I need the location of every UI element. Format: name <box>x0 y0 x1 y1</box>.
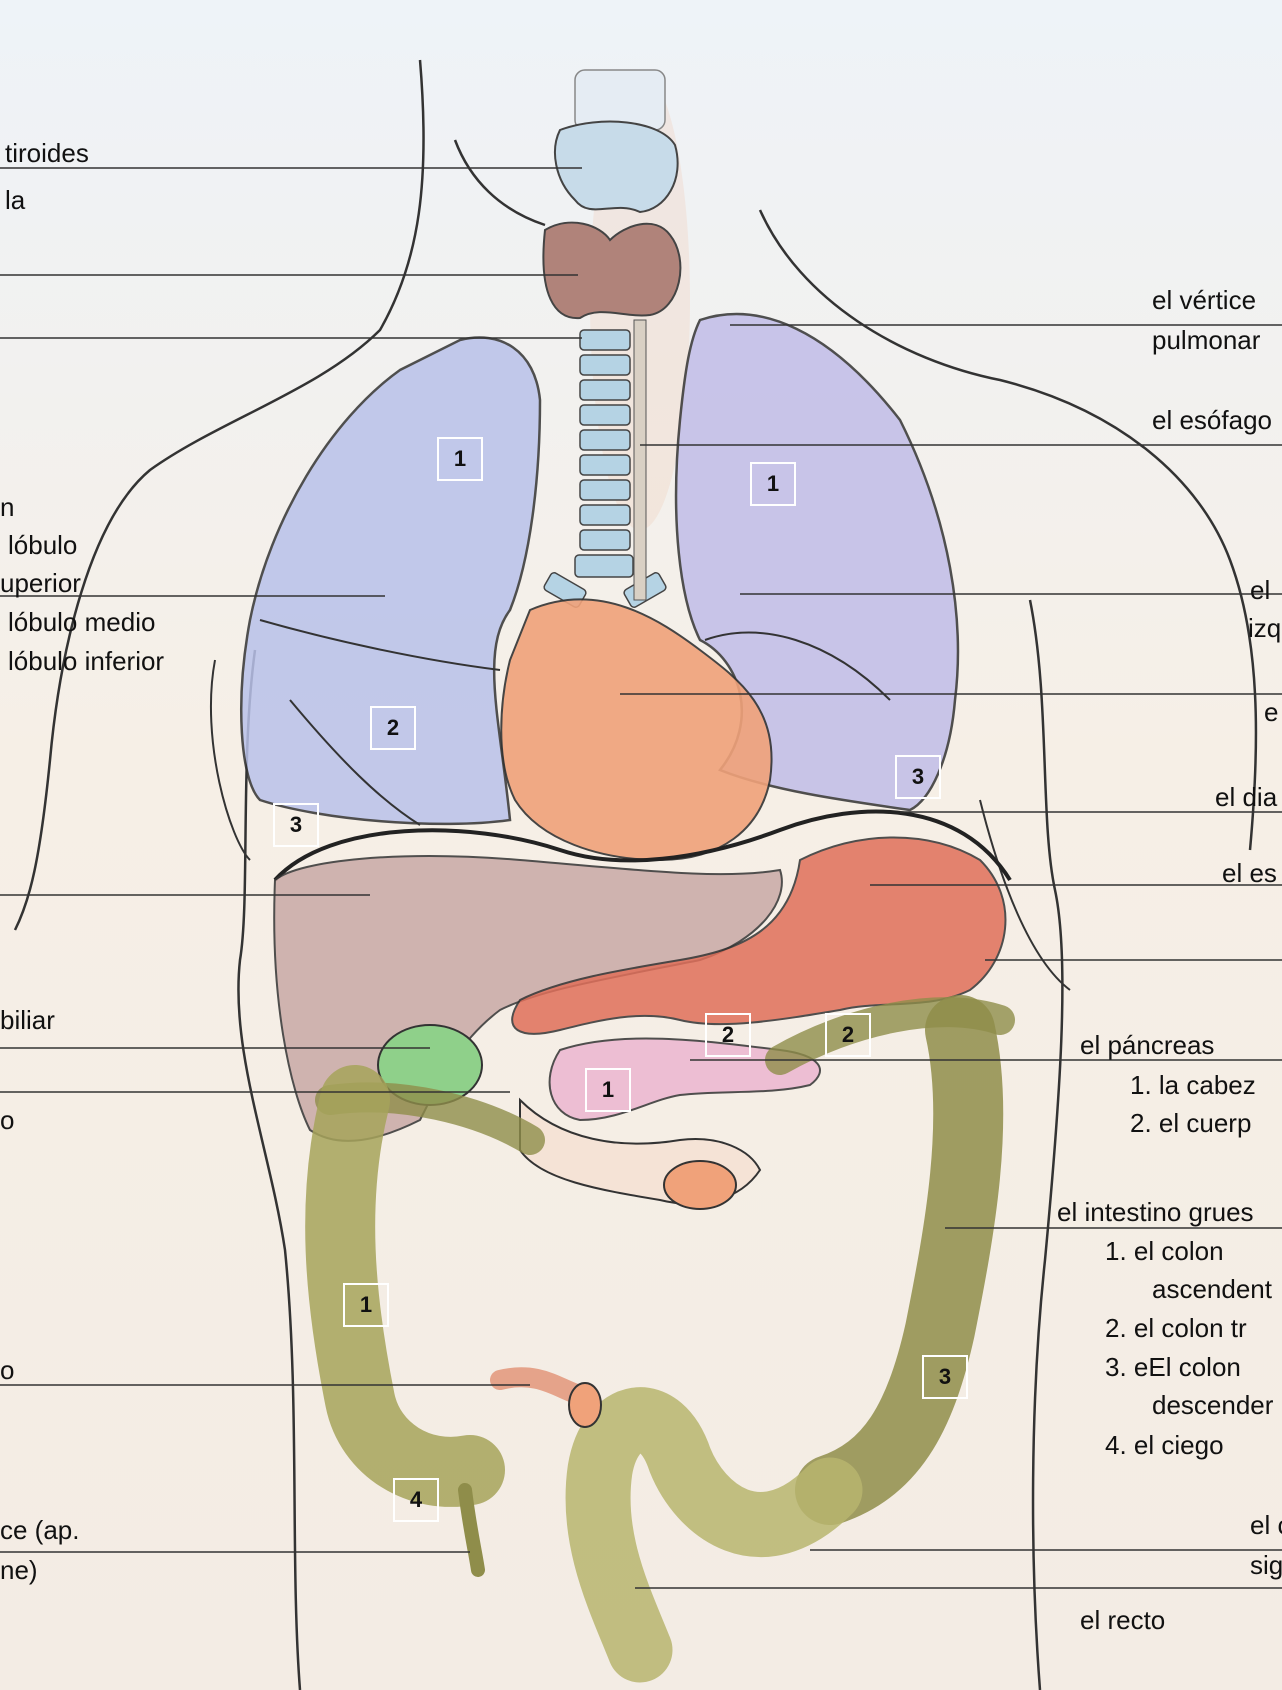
marker-lung-right-1: 1 <box>437 437 483 481</box>
label-lobulo: lóbulo <box>8 530 77 560</box>
label-ig-2: 2. el colon tr <box>1105 1313 1247 1343</box>
label-ig-1b: ascendent <box>1152 1274 1272 1304</box>
label-ce-ap: ce (ap. <box>0 1515 80 1545</box>
label-sig: sig <box>1250 1550 1282 1580</box>
marker-lung-left-3: 3 <box>895 755 941 799</box>
label-ig-4: 4. el ciego <box>1105 1430 1224 1460</box>
label-ig-3: 3. eEl colon <box>1105 1352 1241 1382</box>
label-el-dia: el dia <box>1215 782 1277 812</box>
marker-colon-3: 3 <box>922 1355 968 1399</box>
label-pancreas-1: 1. la cabez <box>1130 1070 1256 1100</box>
marker-pancreas-2b: 2 <box>825 1013 871 1057</box>
label-tiroides: tiroides <box>5 138 89 168</box>
thyroid-gland <box>543 223 680 319</box>
label-pancreas-2: 2. el cuerp <box>1130 1108 1251 1138</box>
right-lung <box>241 338 540 824</box>
label-izq: izq <box>1248 613 1281 643</box>
label-n: n <box>0 492 14 522</box>
marker-lung-left-1: 1 <box>750 462 796 506</box>
marker-pancreas-2a: 2 <box>705 1013 751 1057</box>
label-esofago: el esófago <box>1152 405 1272 435</box>
marker-lung-right-3: 3 <box>273 803 319 847</box>
label-pancreas: el páncreas <box>1080 1030 1214 1060</box>
label-biliar: biliar <box>0 1005 55 1035</box>
marker-lung-right-2: 2 <box>370 706 416 750</box>
marker-colon-4: 4 <box>393 1478 439 1522</box>
label-pulmonar: pulmonar <box>1152 325 1260 355</box>
esophagus <box>634 320 646 600</box>
label-el-c: el c <box>1250 1510 1282 1540</box>
marker-colon-1: 1 <box>343 1283 389 1327</box>
label-o1: o <box>0 1105 14 1135</box>
label-ne: ne) <box>0 1555 38 1585</box>
label-el-left: el <box>1250 575 1270 605</box>
label-o2: o <box>0 1355 14 1385</box>
descending-colon <box>830 1030 968 1490</box>
label-ig-3b: descender <box>1152 1390 1273 1420</box>
ileum <box>500 1377 580 1395</box>
label-intestino: el intestino grues <box>1057 1197 1254 1227</box>
label-e: e <box>1264 697 1278 727</box>
sigmoid-colon <box>598 1420 830 1650</box>
label-lobulo-medio: lóbulo medio <box>8 607 155 637</box>
label-recto: el recto <box>1080 1605 1165 1635</box>
label-uperior: uperior <box>0 568 81 598</box>
label-vertice: el vértice <box>1152 285 1256 315</box>
label-la: la <box>5 185 25 215</box>
label-lobulo-inferior: lóbulo inferior <box>8 646 164 676</box>
thyroid-cartilage <box>555 122 678 212</box>
label-ig-1: 1. el colon <box>1105 1236 1224 1266</box>
marker-pancreas-1: 1 <box>585 1068 631 1112</box>
label-el-es: el es <box>1222 858 1277 888</box>
